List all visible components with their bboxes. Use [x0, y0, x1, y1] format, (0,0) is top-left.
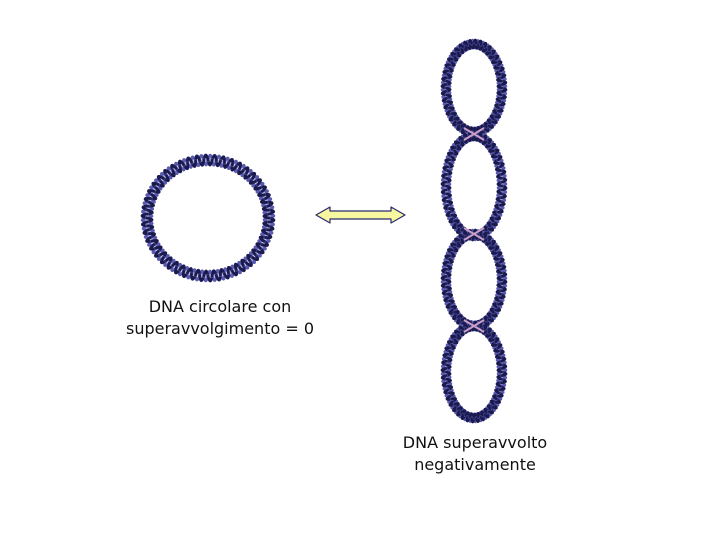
supercoiled-caption-line-2: negativamente	[414, 455, 536, 474]
supercoiled-caption-line-1: DNA superavvolto	[402, 433, 548, 452]
relaxed-helix-rungs	[144, 157, 272, 279]
supercoil-loop-3	[440, 228, 508, 332]
double-headed-arrow	[315, 206, 406, 224]
supercoil-crossing-2	[463, 227, 485, 241]
supercoil-loop-1-rungs	[444, 42, 504, 134]
supercoil-loop-3-strand-a	[440, 228, 508, 332]
supercoil-loop-4-strand-a	[440, 320, 508, 424]
supercoil-loop-4-rungs	[444, 324, 504, 420]
negatively-supercoiled-dna	[440, 38, 508, 424]
relaxed-dna-caption: DNA circolare con superavvolgimento = 0	[110, 296, 330, 340]
arrow-shape	[315, 206, 406, 224]
supercoiled-dna-caption: DNA superavvolto negativamente	[365, 432, 585, 476]
supercoil-crossing-1	[463, 127, 485, 141]
supercoil-loop-2	[440, 130, 508, 242]
relaxed-caption-line-2: superavvolgimento = 0	[125, 319, 315, 338]
supercoil-crossing-3	[463, 319, 485, 333]
supercoil-loop-4	[440, 320, 508, 424]
supercoil-loop-1	[440, 38, 508, 138]
supercoil-loop-1-strand-a	[440, 38, 508, 138]
relaxed-helix	[140, 153, 276, 283]
relaxed-caption-line-1: DNA circolare con	[148, 297, 292, 316]
supercoil-loop-2-rungs	[444, 134, 504, 238]
supercoil-loop-3-rungs	[444, 232, 504, 328]
relaxed-circular-dna	[140, 153, 276, 283]
relaxed-helix-strand-a	[140, 153, 276, 283]
supercoil-loop-2-strand-a	[440, 130, 508, 242]
